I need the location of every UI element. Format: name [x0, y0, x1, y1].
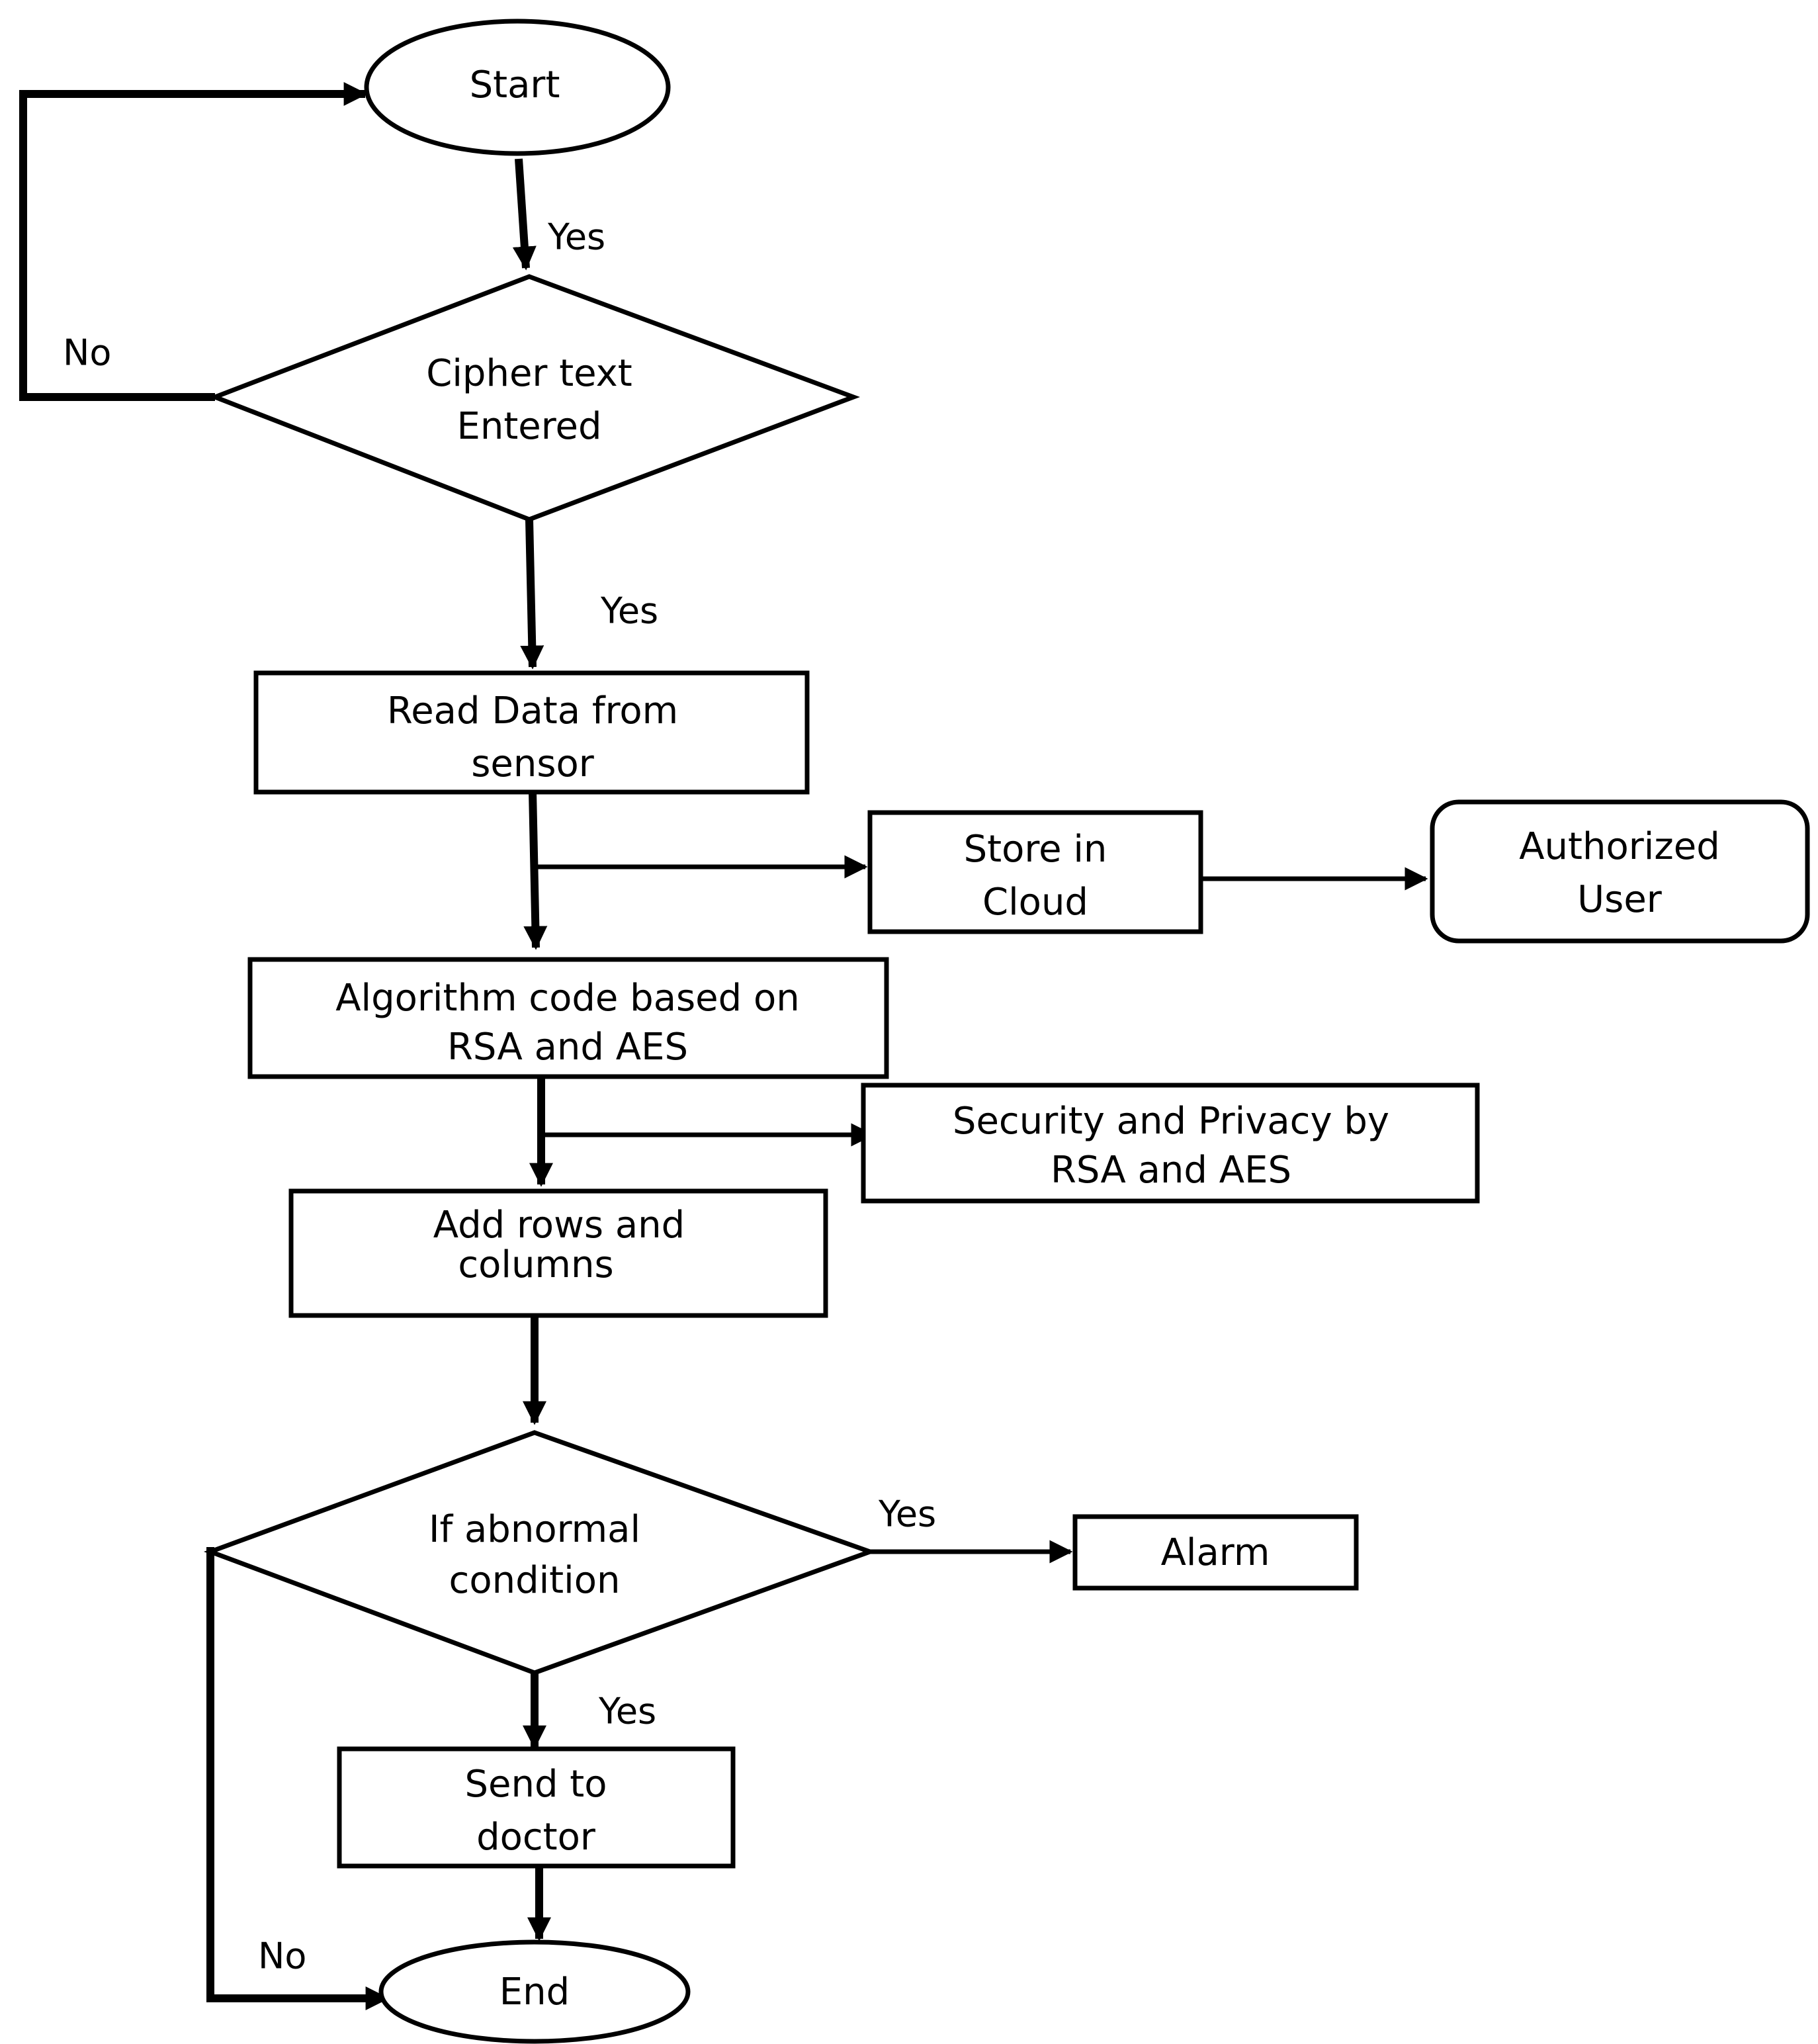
node-start: Start	[364, 19, 671, 156]
alarm-label: Alarm	[1161, 1531, 1270, 1574]
node-store-cloud: Store in Cloud	[867, 810, 1203, 934]
algorithm-box	[247, 957, 889, 1079]
end-terminal	[378, 1939, 691, 2044]
edge-read-to-algorithm	[523, 791, 548, 950]
cipher-label-line1: Cipher text	[426, 352, 632, 395]
edge-labels: Yes No Yes Yes Yes No	[63, 216, 936, 1977]
rows-label-line1: Add rows and	[433, 1204, 685, 1247]
edge-start-to-cipher	[512, 158, 537, 271]
label-abnormal-to-send-yes: Yes	[598, 1691, 656, 1732]
label-cipher-to-read-yes: Yes	[600, 590, 658, 632]
auth-label-line2: User	[1577, 878, 1663, 921]
label-abnormal-to-alarm-yes: Yes	[878, 1493, 936, 1535]
abnormal-decision-diamond	[203, 1430, 877, 1675]
edges	[19, 82, 1428, 2010]
cipher-decision-diamond	[208, 274, 860, 522]
algo-label-line1: Algorithm code based on	[335, 977, 800, 1020]
node-cipher-decision: Cipher text Entered	[208, 274, 860, 522]
auth-label-line1: Authorized	[1519, 825, 1720, 868]
read-label-line1: Read Data from	[387, 689, 678, 733]
end-label: End	[499, 1971, 570, 2014]
authorized-user-box	[1430, 799, 1810, 944]
edge-cipher-no-loop	[19, 82, 368, 401]
node-add-rows: Add rows and columns	[288, 1188, 828, 1318]
node-end: End	[378, 1939, 691, 2044]
start-terminal	[364, 19, 671, 156]
label-start-to-cipher-yes: Yes	[547, 216, 605, 258]
security-label-line1: Security and Privacy by	[953, 1100, 1389, 1143]
read-data-box	[253, 670, 810, 795]
rows-label-line2: columns	[458, 1243, 613, 1286]
start-label: Start	[470, 64, 560, 107]
node-alarm: Alarm	[1072, 1514, 1359, 1591]
alarm-box	[1072, 1514, 1359, 1591]
node-read-data: Read Data from sensor	[253, 670, 810, 795]
send-label-line1: Send to	[464, 1763, 607, 1806]
abnormal-label-line2: condition	[449, 1559, 621, 1602]
security-label-line2: RSA and AES	[1051, 1149, 1291, 1192]
node-algorithm: Algorithm code based on RSA and AES	[247, 957, 889, 1079]
algo-label-line2: RSA and AES	[447, 1026, 688, 1069]
send-label-line2: doctor	[476, 1816, 596, 1859]
node-authorized-user: Authorized User	[1430, 799, 1810, 944]
cipher-label-line2: Entered	[456, 405, 601, 448]
send-doctor-box	[337, 1746, 736, 1869]
label-abnormal-no: No	[258, 1935, 306, 1977]
label-cipher-no: No	[63, 332, 111, 374]
store-cloud-box	[867, 810, 1203, 934]
store-label-line1: Store in	[964, 828, 1107, 871]
abnormal-label-line1: If abnormal	[429, 1508, 640, 1551]
edge-abnormal-no-to-end	[206, 1547, 390, 2010]
read-label-line2: sensor	[471, 742, 595, 785]
store-label-line2: Cloud	[982, 881, 1088, 924]
node-abnormal-decision: If abnormal condition	[203, 1430, 877, 1675]
edge-cipher-to-read	[520, 519, 544, 670]
node-send-doctor: Send to doctor	[337, 1746, 736, 1869]
node-security: Security and Privacy by RSA and AES	[861, 1083, 1480, 1204]
security-box	[861, 1083, 1480, 1204]
add-rows-box	[288, 1188, 828, 1318]
